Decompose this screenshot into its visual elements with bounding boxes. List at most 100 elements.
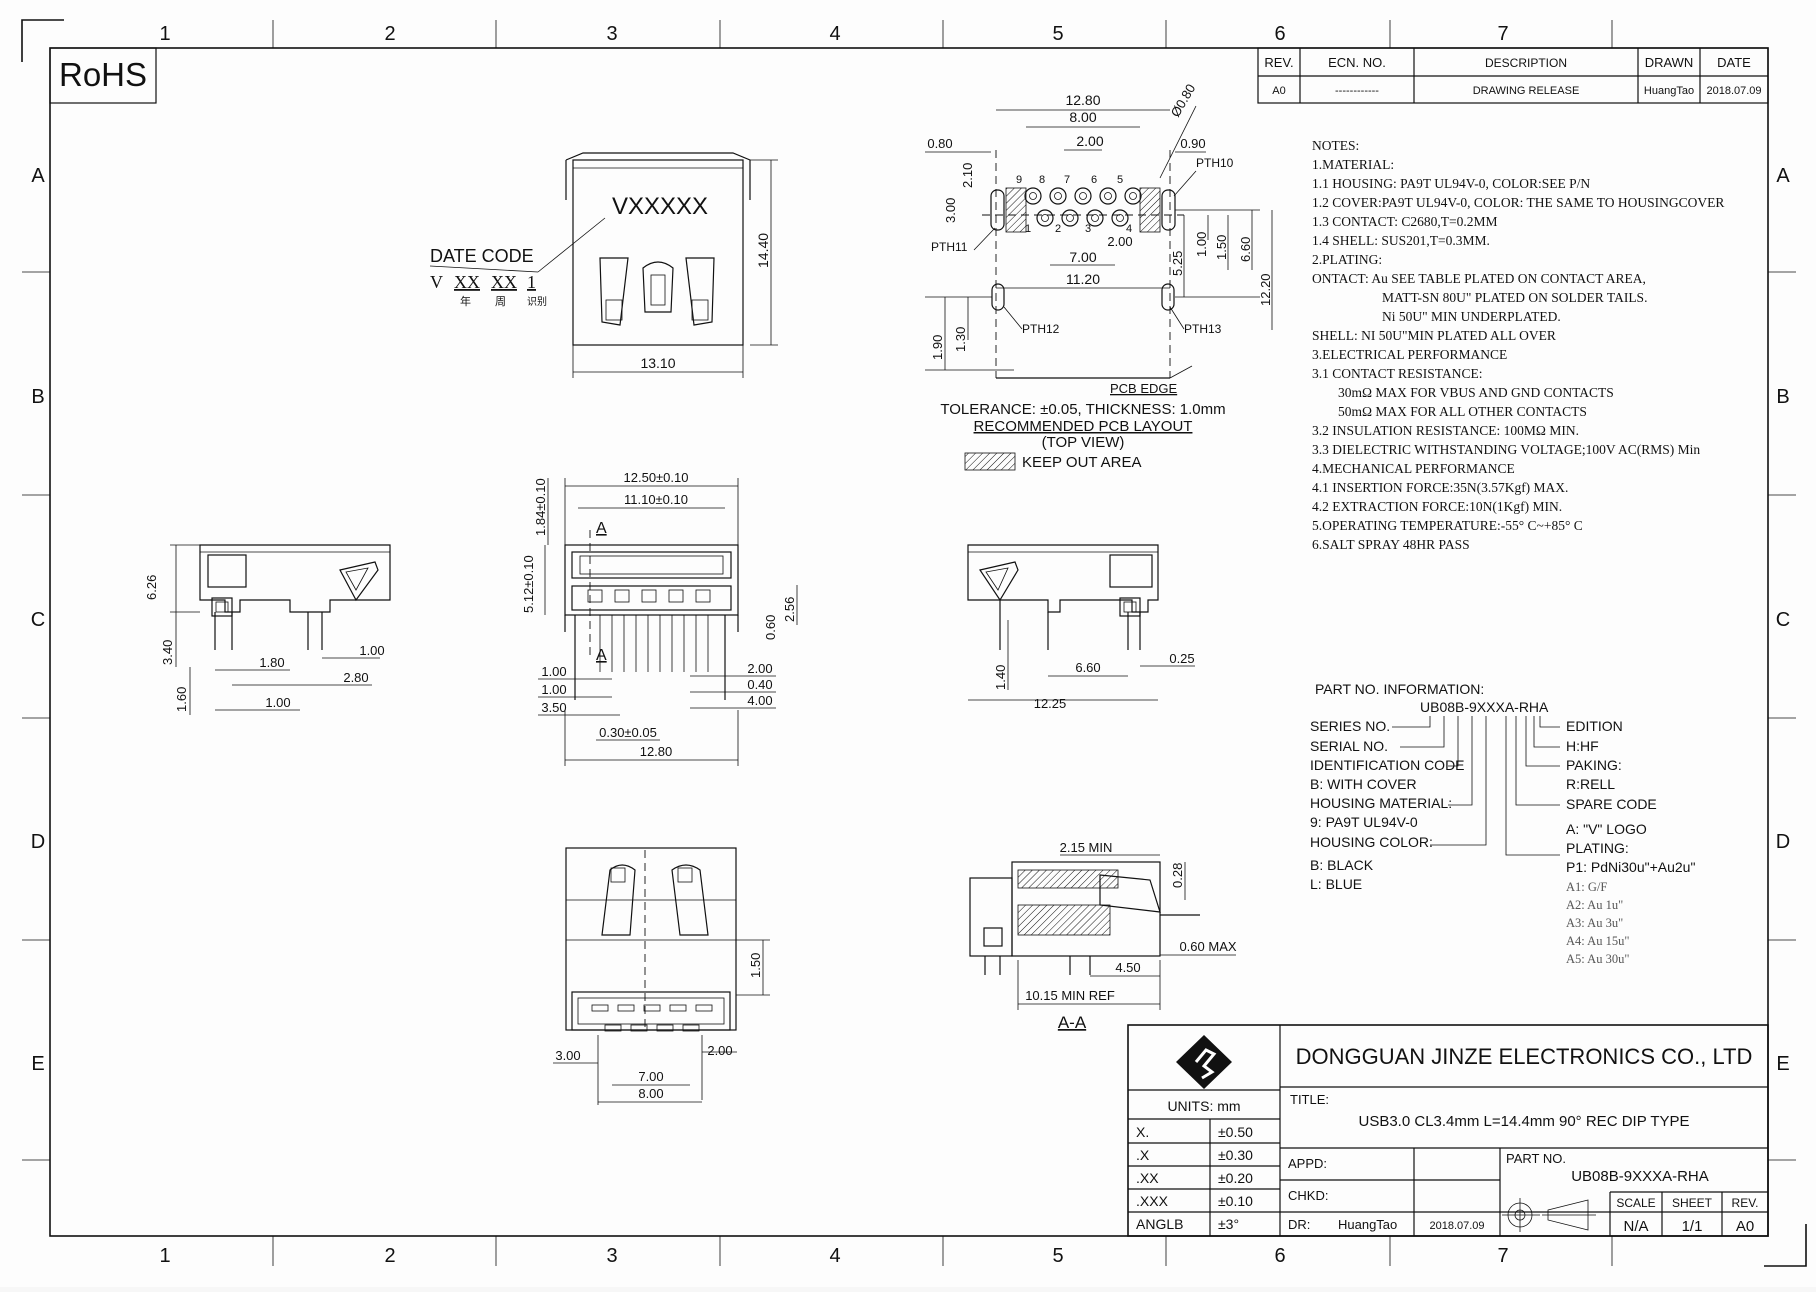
side-dim-100b: 1.00 [265, 695, 290, 710]
note-line: 4.1 INSERTION FORCE:35N(3.57Kgf) MAX. [1312, 480, 1568, 495]
note-line: 3.3 DIELECTRIC WITHSTANDING VOLTAGE;100V… [1312, 442, 1700, 457]
tolerance-value: ±0.20 [1218, 1170, 1253, 1186]
pcb-pad [1099, 187, 1117, 205]
side-dim-280: 2.80 [343, 670, 368, 685]
pcb-layout-subtitle: (TOP VIEW) [1042, 434, 1125, 451]
keepout-label: KEEP OUT AREA [1022, 454, 1142, 471]
company-name: DONGGUAN JINZE ELECTRONICS CO., LTD [1296, 1044, 1753, 1069]
drawn-value: HuangTao [1644, 85, 1694, 97]
pin-7: 7 [1064, 174, 1070, 186]
note-line: NOTES: [1312, 138, 1359, 153]
pcb-layout: 12.80 8.00 2.00 0.80 0.90 Ø0.80 2.10 3.0… [925, 81, 1273, 471]
part-right-label: P1: PdNi30u"+Au2u" [1566, 859, 1695, 875]
section-dim-028: 0.28 [1170, 863, 1185, 888]
zone-col-top-3: 3 [606, 23, 617, 45]
tolerance-value: ±0.10 [1218, 1193, 1253, 1209]
note-line: 4.2 EXTRACTION FORCE:10N(1Kgf) MIN. [1312, 499, 1562, 514]
pcb-dim-700: 7.00 [1069, 249, 1096, 265]
front-dim-100a: 1.00 [541, 664, 566, 679]
plating-option: A4: Au 15u" [1566, 934, 1629, 948]
pth12-label: PTH12 [1022, 322, 1060, 336]
side-r-dim-140: 1.40 [993, 665, 1008, 690]
notes-block: NOTES:1.MATERIAL:1.1 HOUSING: PA9T UL94V… [1312, 138, 1724, 552]
pcb-pad [1111, 209, 1129, 227]
part-left-label: HOUSING MATERIAL: [1310, 795, 1452, 811]
plating-option: A3: Au 3u" [1566, 916, 1623, 930]
company-logo-icon [1176, 1035, 1232, 1089]
front-dim-1110: 11.10±0.10 [624, 492, 688, 507]
pin-2: 2 [1055, 223, 1061, 235]
pcb-dim-1120: 11.20 [1066, 271, 1100, 287]
tolerance-key: .XXX [1136, 1193, 1169, 1209]
pcb-dim-200: 2.00 [1076, 133, 1103, 149]
section-mark-bottom: A [596, 647, 607, 664]
side-r-dim-025: 0.25 [1169, 651, 1194, 666]
zone-row-right-A: A [1776, 165, 1790, 187]
part-no-value: UB08B-9XXXA-RHA [1571, 1168, 1709, 1185]
front-dim-256: 2.56 [782, 597, 797, 622]
pth10-label: PTH10 [1196, 156, 1234, 170]
zone-row-left-E: E [31, 1053, 44, 1075]
zone-col-top-7: 7 [1497, 23, 1508, 45]
pcb-tolerance: TOLERANCE: ±0.05, THICKNESS: 1.0mm [940, 401, 1225, 418]
note-line: 1.2 COVER:PA9T UL94V-0, COLOR: THE SAME … [1312, 195, 1724, 210]
zone-col-bottom-4: 4 [829, 1245, 840, 1267]
plating-option: A2: Au 1u" [1566, 898, 1623, 912]
side-dim-180: 1.80 [259, 655, 284, 670]
section-dim-215: 2.15 MIN [1060, 840, 1113, 855]
zone-col-bottom-7: 7 [1497, 1245, 1508, 1267]
rev-label: REV. [1732, 1196, 1759, 1210]
date-code-id: 1 [527, 272, 536, 292]
note-line: 50mΩ MAX FOR ALL OTHER CONTACTS [1338, 404, 1587, 419]
rev-header: REV. [1264, 55, 1293, 70]
part-info-code: UB08B-9XXXA-RHA [1420, 699, 1549, 715]
zone-col-bottom-6: 6 [1274, 1245, 1285, 1267]
part-left-label: 9: PA9T UL94V-0 [1310, 814, 1418, 830]
date-code-week: XX [491, 272, 517, 292]
bottom-dim-150: 1.50 [748, 953, 763, 978]
title-label: TITLE: [1290, 1092, 1329, 1107]
plating-option: A5: Au 30u" [1566, 952, 1629, 966]
pin-1: 1 [1025, 223, 1031, 235]
dr-label: DR: [1288, 1217, 1310, 1232]
note-line: 3.1 CONTACT RESISTANCE: [1312, 366, 1482, 381]
section-dim-450: 4.50 [1115, 960, 1140, 975]
pth11-label: PTH11 [931, 240, 968, 254]
note-line: Ni 50U" MIN UNDERPLATED. [1382, 309, 1561, 324]
top-view: VXXXXX DATE CODE V XX XX 1 年 周 识别 14.40 … [429, 152, 778, 378]
part-left-label: HOUSING COLOR: [1310, 834, 1433, 850]
scale-label: SCALE [1616, 1196, 1655, 1210]
pin-6: 6 [1091, 174, 1097, 186]
tolerance-value: ±0.30 [1218, 1147, 1253, 1163]
note-line: 2.PLATING: [1312, 252, 1382, 267]
bottom-dim-700: 7.00 [638, 1069, 663, 1084]
rev-value: A0 [1272, 85, 1285, 97]
revision-table: REV. ECN. NO. DESCRIPTION DRAWN DATE A0 … [1257, 47, 1769, 104]
part-info-title: PART NO. INFORMATION: [1315, 681, 1484, 697]
part-left-label: IDENTIFICATION CODE [1310, 757, 1465, 773]
zone-row-left-B: B [31, 386, 44, 408]
note-line: 3.2 INSULATION RESISTANCE: 100MΩ MIN. [1312, 423, 1579, 438]
part-right-label: A: "V" LOGO [1566, 821, 1647, 837]
sheet-value: 1/1 [1682, 1218, 1703, 1235]
front-dim-400: 4.00 [747, 693, 772, 708]
stamp-text: VXXXXX [612, 193, 708, 220]
dr-name: HuangTao [1338, 1217, 1397, 1232]
bottom-view: 1.50 3.00 2.00 7.00 8.00 [553, 847, 770, 1105]
pcb-dim-100: 1.00 [1194, 232, 1209, 257]
side-dim-626: 6.26 [144, 575, 159, 600]
pcb-dim-1220: 12.20 [1258, 273, 1273, 306]
tolerance-key: X. [1136, 1124, 1149, 1140]
date-code-sub-year: 年 [460, 294, 471, 308]
tolerance-value: ±3° [1218, 1216, 1239, 1232]
zone-col-bottom-1: 1 [159, 1245, 170, 1267]
part-left-label: SERIAL NO. [1310, 738, 1388, 754]
zone-row-left-C: C [31, 609, 45, 631]
section-mark-top: A [596, 520, 607, 537]
pcb-pad [1049, 187, 1067, 205]
part-right-label: EDITION [1566, 718, 1623, 734]
description-value: DRAWING RELEASE [1473, 85, 1580, 97]
zone-col-top-6: 6 [1274, 23, 1285, 45]
zone-col-top-1: 1 [159, 23, 170, 45]
scale-value: N/A [1623, 1218, 1648, 1235]
